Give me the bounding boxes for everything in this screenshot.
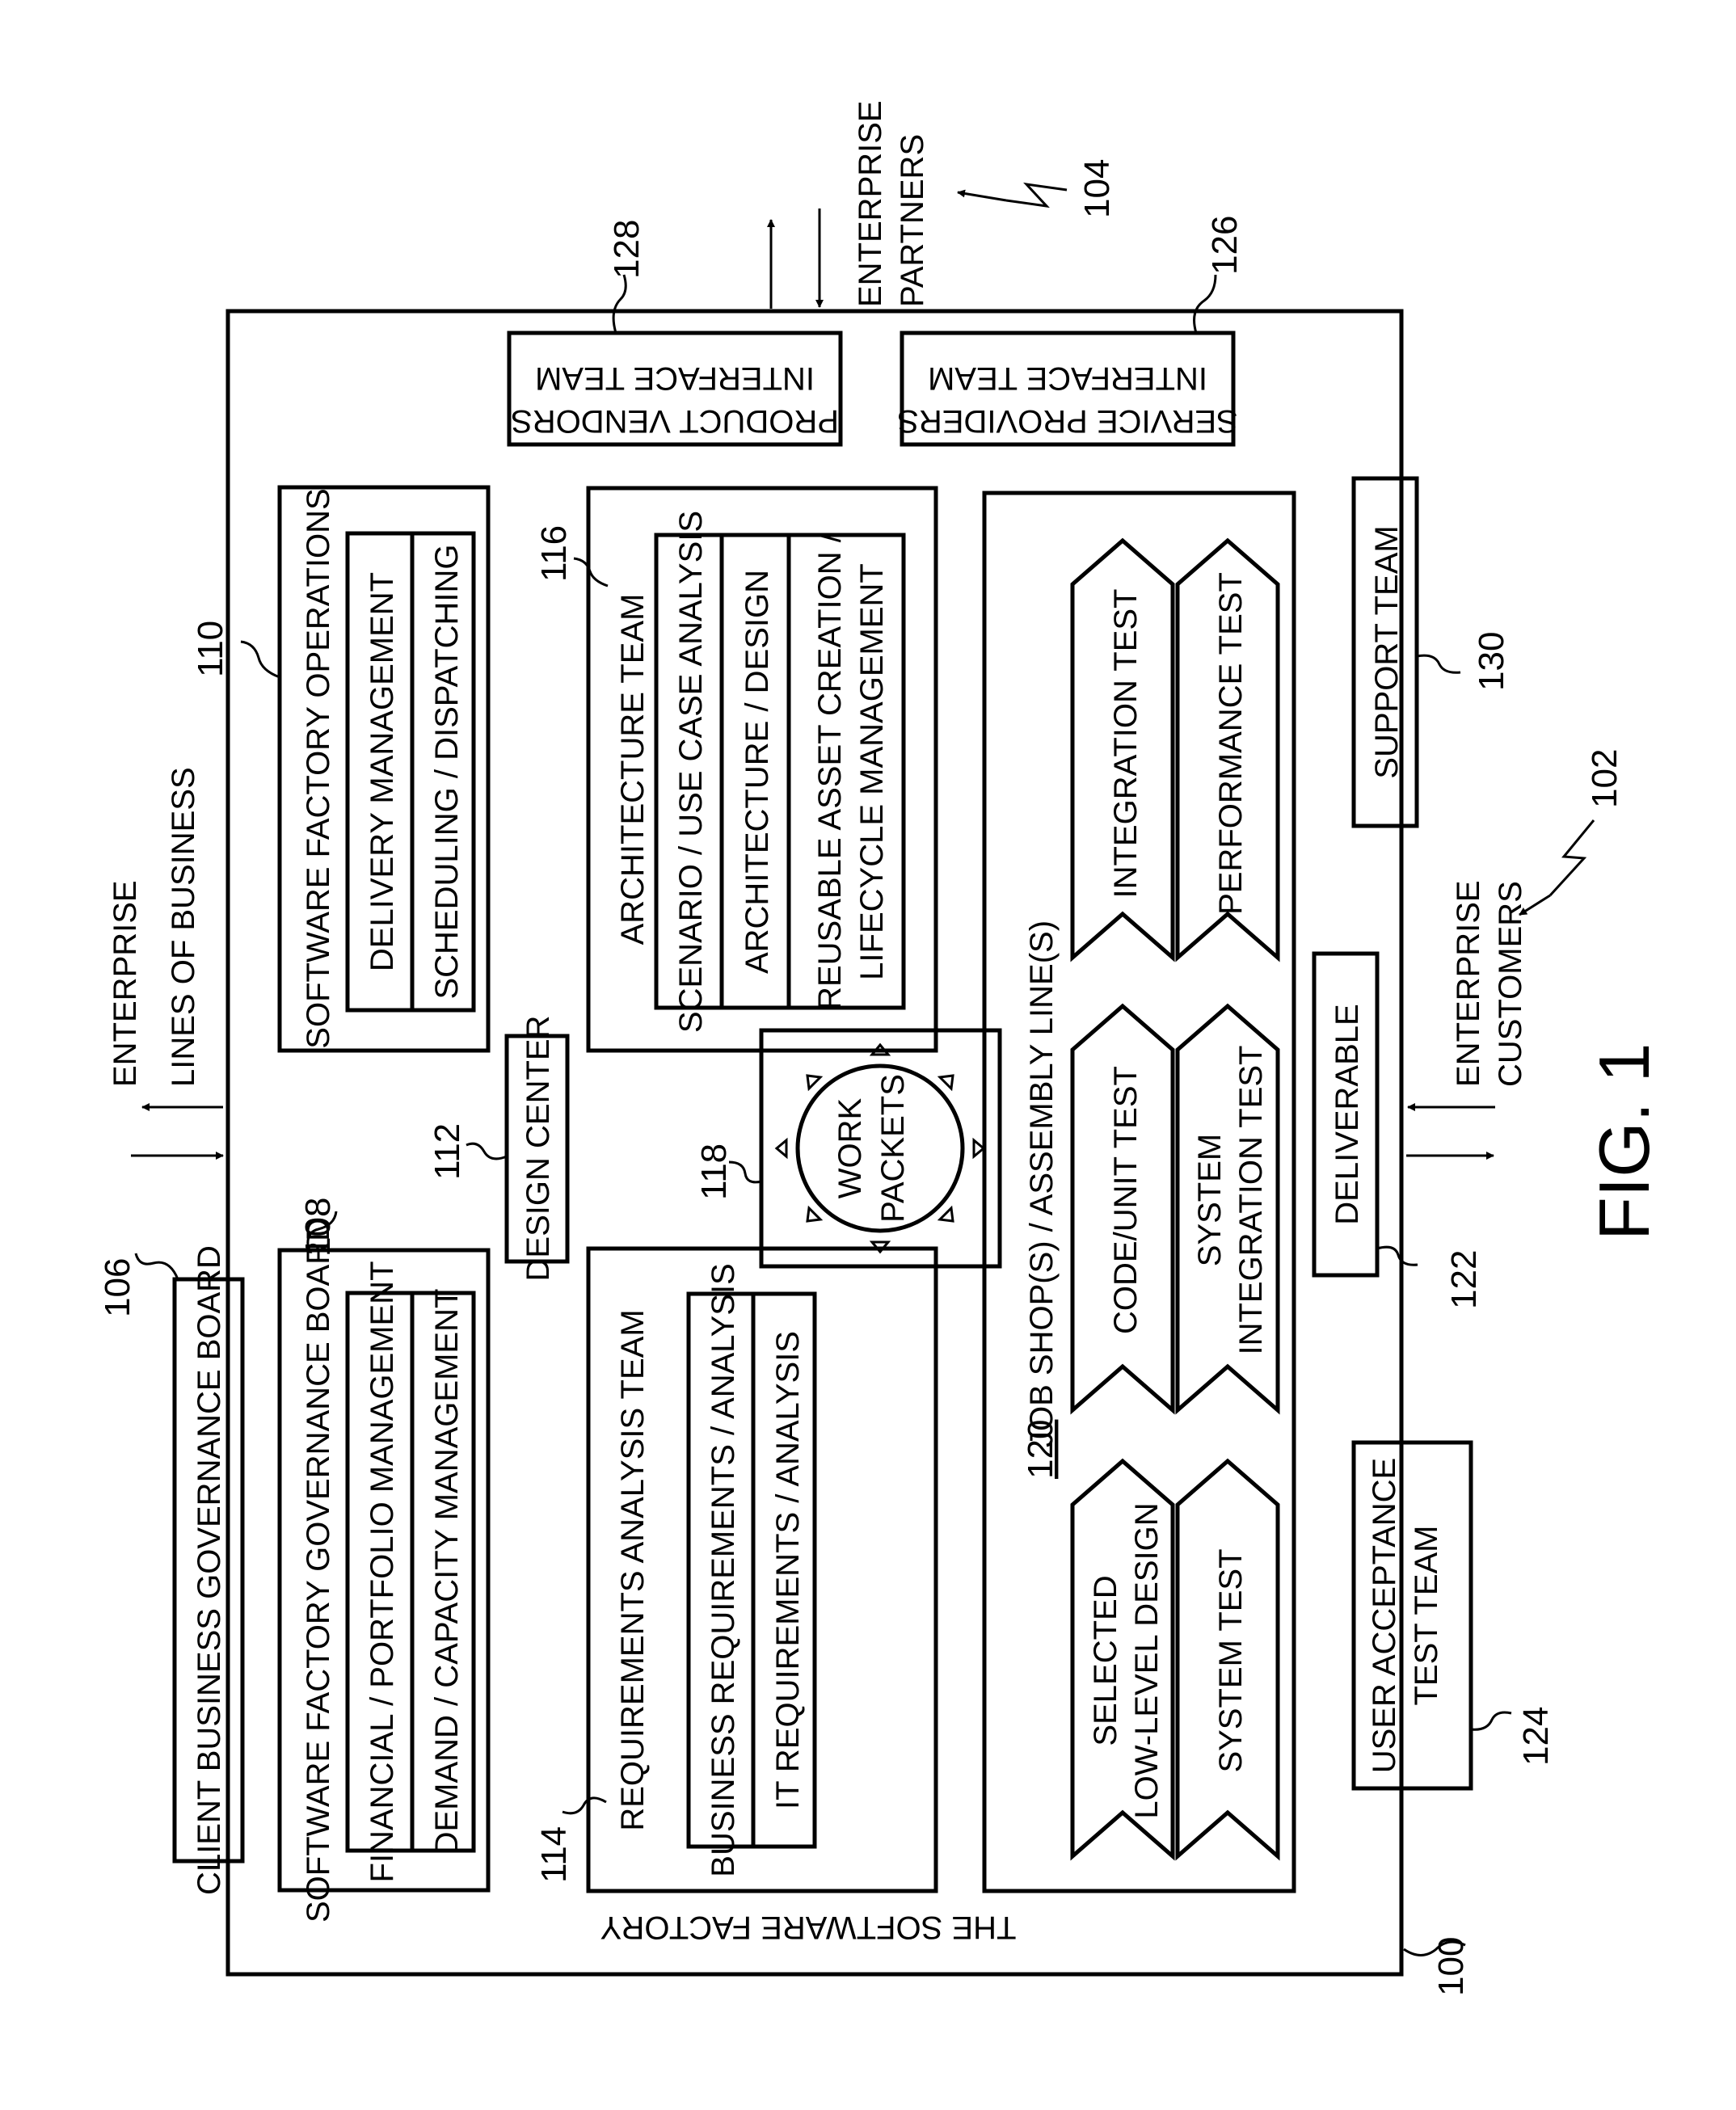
uat-line2: TEST TEAM	[1409, 1525, 1444, 1705]
architecture-item-1: SCENARIO / USE CASE ANALYSIS	[673, 511, 709, 1033]
partners-zigzag-arrow	[958, 192, 1006, 200]
architecture-item-2: ARCHITECTURE / DESIGN	[739, 570, 775, 974]
service-providers-line1: SERVICE PROVIDERS	[897, 403, 1238, 439]
svg-text:SYSTEM TEST: SYSTEM TEST	[1213, 1548, 1249, 1772]
svg-text:CODE/UNIT TEST: CODE/UNIT TEST	[1108, 1066, 1144, 1334]
requirements-item-2: IT REQUIREMENTS / ANALYSIS	[770, 1331, 806, 1809]
governance-board-title: SOFTWARE FACTORY GOVERNANCE BOARD	[301, 1218, 336, 1923]
svg-text:LOW-LEVEL DESIGN: LOW-LEVEL DESIGN	[1129, 1502, 1165, 1818]
architecture-ref: 116	[534, 525, 574, 582]
requirements-item-1: BUSINESS REQUIREMENTS / ANALYSIS	[706, 1263, 741, 1876]
deliverable-label: DELIVERABLE	[1329, 1004, 1365, 1224]
operations-item-2: SCHEDULING / DISPATCHING	[429, 544, 465, 999]
job-shop-title: JOB SHOP(S) / ASSEMBLY LINE(S)	[1024, 920, 1060, 1447]
design-center-label: DESIGN CENTER	[520, 1016, 556, 1282]
client-board-leader	[136, 1253, 178, 1279]
deliverable-leader	[1377, 1247, 1418, 1265]
requirements-title: REQUIREMENTS ANALYSIS TEAM	[615, 1309, 651, 1830]
customers-label-line1: ENTERPRISE	[1451, 880, 1486, 1087]
software-factory-title: THE SOFTWARE FACTORY	[600, 1910, 1017, 1945]
architecture-leader	[574, 558, 608, 586]
architecture-item-3b: LIFECYCLE MANAGEMENT	[854, 563, 890, 980]
design-center-leader	[466, 1143, 507, 1159]
svg-text:INTEGRATION TEST: INTEGRATION TEST	[1233, 1046, 1269, 1355]
service-providers-ref: 126	[1205, 216, 1245, 275]
lob-label-line2: LINES OF BUSINESS	[166, 767, 201, 1087]
support-team-leader	[1417, 655, 1460, 672]
svg-text:SYSTEM: SYSTEM	[1192, 1134, 1228, 1266]
product-vendors-ref: 128	[607, 220, 647, 279]
job-shop-ref: 120	[1021, 1420, 1060, 1479]
requirements-ref: 114	[534, 1826, 574, 1883]
lob-label-line1: ENTERPRISE	[107, 880, 143, 1087]
product-vendors-leader	[613, 275, 626, 333]
svg-text:PERFORMANCE TEST: PERFORMANCE TEST	[1213, 572, 1249, 915]
governance-board-item-2: DEMAND / CAPACITY MANAGEMENT	[429, 1289, 465, 1855]
client-board-ref: 106	[98, 1258, 137, 1317]
service-providers-leader	[1195, 275, 1216, 333]
service-providers-line2: INTERFACE TEAM	[928, 360, 1207, 396]
partners-label-line1: ENTERPRISE	[853, 100, 888, 307]
work-packets-line2: PACKETS	[875, 1074, 911, 1223]
work-packets-leader	[729, 1162, 761, 1182]
work-packets-ref: 118	[694, 1143, 734, 1200]
operations-title: SOFTWARE FACTORY OPERATIONS	[301, 488, 336, 1048]
governance-board-item-1: FINANCIAL / PORTFOLIO MANAGEMENT	[364, 1261, 400, 1883]
design-center-ref: 112	[428, 1123, 467, 1180]
chevron-performance-test: PERFORMANCE TEST	[1178, 541, 1278, 958]
architecture-item-3a: REUSABLE ASSET CREATION /	[812, 533, 848, 1010]
support-team-ref: 130	[1472, 632, 1511, 691]
factory-ref-label: 100	[1431, 1937, 1471, 1996]
figure-label: FIG. 1	[1584, 1043, 1664, 1241]
work-packets-line1: WORK	[832, 1097, 868, 1198]
chevron-system-test: SYSTEM TEST	[1178, 1461, 1278, 1856]
product-vendors-line1: PRODUCT VENDORS	[511, 403, 839, 439]
operations-ref: 110	[191, 621, 230, 677]
operations-item-1: DELIVERY MANAGEMENT	[364, 572, 400, 971]
uat-line1: USER ACCEPTANCE	[1367, 1458, 1402, 1773]
client-board-label: CLIENT BUSINESS GOVERNANCE BOARD	[192, 1245, 227, 1895]
requirements-leader	[563, 1798, 606, 1813]
governance-board-ref: 108	[298, 1198, 338, 1257]
customers-ref: 102	[1585, 749, 1624, 808]
chevron-integration-test: INTEGRATION TEST	[1072, 541, 1173, 958]
architecture-title: ARCHITECTURE TEAM	[615, 594, 651, 945]
chevron-selected-low-level-design: SELECTED LOW-LEVEL DESIGN	[1072, 1461, 1173, 1856]
chevron-system-integration-test: SYSTEM INTEGRATION TEST	[1178, 1006, 1278, 1410]
customers-zigzag	[1550, 820, 1594, 895]
partners-zigzag	[1006, 184, 1067, 206]
uat-leader	[1471, 1712, 1511, 1729]
partners-ref: 104	[1077, 159, 1117, 218]
product-vendors-line2: INTERFACE TEAM	[535, 360, 815, 396]
chevron-code-unit-test: CODE/UNIT TEST	[1072, 1006, 1173, 1410]
uat-ref: 124	[1516, 1707, 1556, 1766]
factory-ref-group: 100	[1404, 1937, 1471, 1996]
deliverable-ref: 122	[1444, 1250, 1484, 1309]
svg-text:INTEGRATION TEST: INTEGRATION TEST	[1108, 589, 1144, 899]
partners-label-line2: PARTNERS	[895, 134, 930, 307]
operations-leader	[241, 642, 280, 677]
svg-text:SELECTED: SELECTED	[1088, 1575, 1123, 1746]
support-team-label: SUPPORT TEAM	[1369, 525, 1405, 778]
